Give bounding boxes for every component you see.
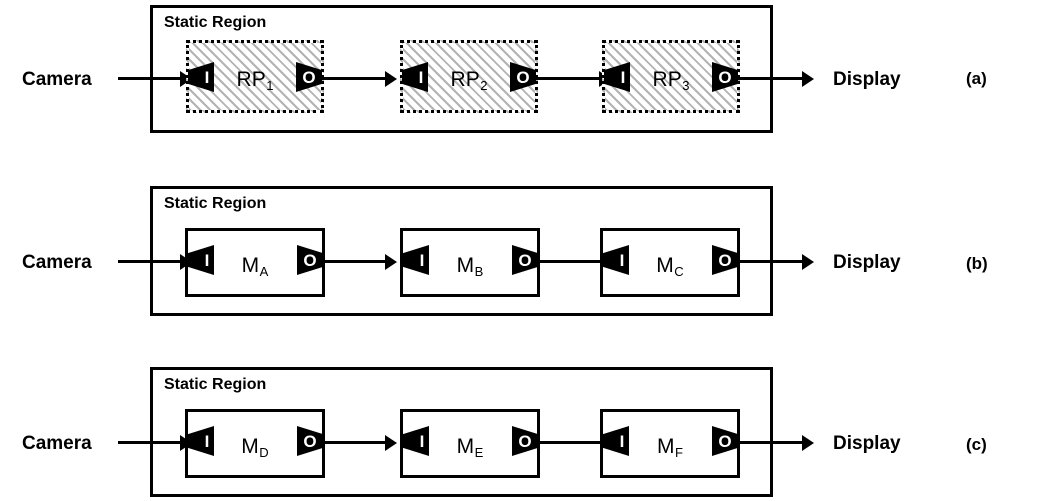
static-region-b: Static Region (150, 186, 773, 316)
wire-me-mf (538, 441, 605, 444)
display-label-b: Display (833, 252, 901, 273)
panel-letter-b: (b) (966, 254, 988, 273)
block-label-md: MD (241, 435, 269, 461)
arrowhead-display-b (802, 254, 814, 270)
static-region-a: Static Region (150, 5, 773, 133)
wire-camera-in-b (118, 260, 190, 263)
block-label-rp3: RP3 (652, 68, 690, 94)
camera-label-b: Camera (22, 252, 92, 273)
panel-b: Camera Static Region MA I O MB I O (0, 181, 1042, 341)
panel-letter-a: (a) (966, 69, 987, 88)
arrowhead-display-c (802, 435, 814, 451)
wire-md-me (323, 441, 390, 444)
static-region-title-c: Static Region (164, 376, 267, 393)
static-region-title-b: Static Region (164, 195, 267, 212)
panel-a: Camera Static Region RP1 I O RP2 I O (0, 0, 1042, 160)
display-label-c: Display (833, 433, 901, 454)
block-label-ma: MA (241, 254, 269, 280)
camera-label-c: Camera (22, 433, 92, 454)
arrowhead-display-a (802, 71, 814, 87)
wire-out-display-c (738, 441, 810, 444)
static-region-c: Static Region (150, 367, 773, 497)
wire-rp1-rp2 (322, 77, 390, 80)
wire-out-display-a (738, 77, 810, 80)
display-label-a: Display (833, 69, 901, 90)
wire-mb-mc (538, 260, 605, 263)
wire-camera-in-a (118, 77, 190, 80)
block-label-mf: MF (657, 435, 683, 461)
wire-ma-mb (323, 260, 390, 263)
arrowhead-rp1-rp2 (385, 71, 397, 87)
block-label-rp1: RP1 (236, 68, 274, 94)
block-label-mb: MB (456, 254, 484, 280)
camera-label-a: Camera (22, 69, 92, 90)
wire-rp2-rp3 (536, 77, 604, 80)
block-label-me: ME (456, 435, 484, 461)
static-region-title-a: Static Region (164, 14, 267, 31)
wire-out-display-b (738, 260, 810, 263)
arrowhead-ma-mb (385, 254, 397, 270)
arrowhead-md-me (385, 435, 397, 451)
block-label-rp2: RP2 (450, 68, 488, 94)
block-label-mc: MC (656, 254, 684, 280)
panel-c: Camera Static Region MD I O ME I O (0, 362, 1042, 501)
panel-letter-c: (c) (966, 435, 987, 454)
wire-camera-in-c (118, 441, 190, 444)
